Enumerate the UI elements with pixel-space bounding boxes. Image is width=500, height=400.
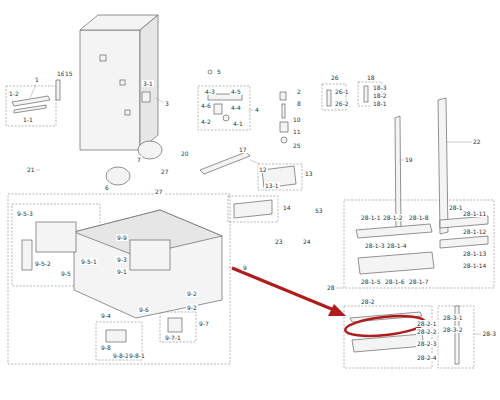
callout-number: 13 bbox=[304, 170, 314, 177]
callout-number: 9-5 bbox=[60, 270, 72, 277]
callout-number: 9-5-2 bbox=[34, 260, 52, 267]
callout-number: 9-7-1 bbox=[164, 334, 182, 341]
callout-number: 4-2 bbox=[200, 118, 212, 125]
callout-number: 1 bbox=[34, 76, 40, 83]
callout-number: 28-1-11 bbox=[462, 210, 487, 217]
callout-number: 9-3 bbox=[116, 256, 128, 263]
leader-lines bbox=[30, 84, 486, 334]
callout-number: 11 bbox=[292, 128, 302, 135]
callout-number: 28-1-8 bbox=[408, 214, 430, 221]
callout-number: 4-4 bbox=[230, 104, 242, 111]
callout-number: 28-2-4 bbox=[416, 354, 438, 361]
callout-number: 9-5-1 bbox=[80, 258, 98, 265]
callout-number: 10 bbox=[292, 116, 302, 123]
callout-number: 20 bbox=[180, 150, 190, 157]
callout-number: 15 bbox=[64, 70, 74, 77]
callout-number: 18-1 bbox=[372, 100, 388, 107]
callout-number: 27 bbox=[154, 188, 164, 195]
callout-number: 53 bbox=[314, 207, 324, 214]
callout-number: 28-1-7 bbox=[408, 278, 430, 285]
callout-number: 26 bbox=[330, 74, 340, 81]
callout-number: 24 bbox=[302, 238, 312, 245]
callout-number: 28-1-6 bbox=[384, 278, 406, 285]
callout-number: 28-3-2 bbox=[442, 326, 464, 333]
callout-number: 12 bbox=[258, 166, 268, 173]
callout-number: 14 bbox=[282, 204, 292, 211]
callout-number: 28-1-14 bbox=[462, 262, 487, 269]
callout-number: 28-2-1 bbox=[416, 320, 438, 327]
callout-number: 13-1 bbox=[264, 182, 280, 189]
callout-number: 1-2 bbox=[8, 90, 20, 97]
callout-number: 17 bbox=[238, 146, 248, 153]
callout-number: 9-4 bbox=[100, 312, 112, 319]
callout-number: 28-2 bbox=[360, 298, 376, 305]
callout-number: 9-5-3 bbox=[16, 210, 34, 217]
callout-number: 1-1 bbox=[22, 116, 34, 123]
callout-number: 27 bbox=[160, 168, 170, 175]
callout-number: 9-1 bbox=[116, 268, 128, 275]
callout-number: 28-1-4 bbox=[386, 242, 408, 249]
callout-number: 9 bbox=[242, 264, 248, 271]
callout-number: 4-5 bbox=[230, 88, 242, 95]
callout-number: 4-3 bbox=[204, 88, 216, 95]
callout-number: 26-2 bbox=[334, 100, 350, 107]
group-boxes bbox=[6, 82, 494, 368]
callout-number: 28-1-13 bbox=[462, 250, 487, 257]
callout-number: 23 bbox=[274, 238, 284, 245]
parts bbox=[12, 15, 488, 364]
callout-number: 4-6 bbox=[200, 102, 212, 109]
callout-number: 28-3-1 bbox=[442, 314, 464, 321]
callout-number: 28-2-3 bbox=[416, 340, 438, 347]
callout-number: 28-2-2 bbox=[416, 328, 438, 335]
callout-number: 2 bbox=[296, 88, 302, 95]
callout-number: 3-1 bbox=[142, 80, 154, 87]
callout-number: 9-9 bbox=[116, 234, 128, 241]
callout-number: 9-2 bbox=[186, 290, 198, 297]
callout-number: 8 bbox=[296, 100, 302, 107]
callout-number: 28-1-1 bbox=[360, 214, 382, 221]
callout-number: 4-1 bbox=[232, 120, 244, 127]
callout-number: 9-8 bbox=[100, 344, 112, 351]
highlight-callout bbox=[232, 268, 426, 339]
callout-number: 28-1-5 bbox=[360, 278, 382, 285]
callout-number: 28-1-2 bbox=[382, 214, 404, 221]
callout-number: 6 bbox=[104, 184, 110, 191]
callout-number: 21 bbox=[26, 166, 36, 173]
callout-number: 26-1 bbox=[334, 88, 350, 95]
callout-number: 25 bbox=[292, 142, 302, 149]
callout-number: 4 bbox=[254, 106, 260, 113]
callout-number: 18-2 bbox=[372, 92, 388, 99]
callout-number: 28-3 bbox=[481, 330, 497, 337]
callout-number: 18 bbox=[366, 74, 376, 81]
callout-number: 28 bbox=[326, 284, 336, 291]
callout-number: 28-1-3 bbox=[364, 242, 386, 249]
callout-number: 28-1-12 bbox=[462, 228, 487, 235]
callout-number: 5 bbox=[216, 68, 222, 75]
callout-number: 9-7 bbox=[198, 320, 210, 327]
callout-number: 18-3 bbox=[372, 84, 388, 91]
callout-number: 3 bbox=[164, 100, 170, 107]
callout-number: 19 bbox=[404, 156, 414, 163]
callout-number: 9-8-1 bbox=[128, 352, 146, 359]
callout-number: 9-6 bbox=[138, 306, 150, 313]
callout-number: 22 bbox=[472, 138, 482, 145]
callout-number: 9-2 bbox=[186, 304, 198, 311]
callout-number: 7 bbox=[136, 156, 142, 163]
